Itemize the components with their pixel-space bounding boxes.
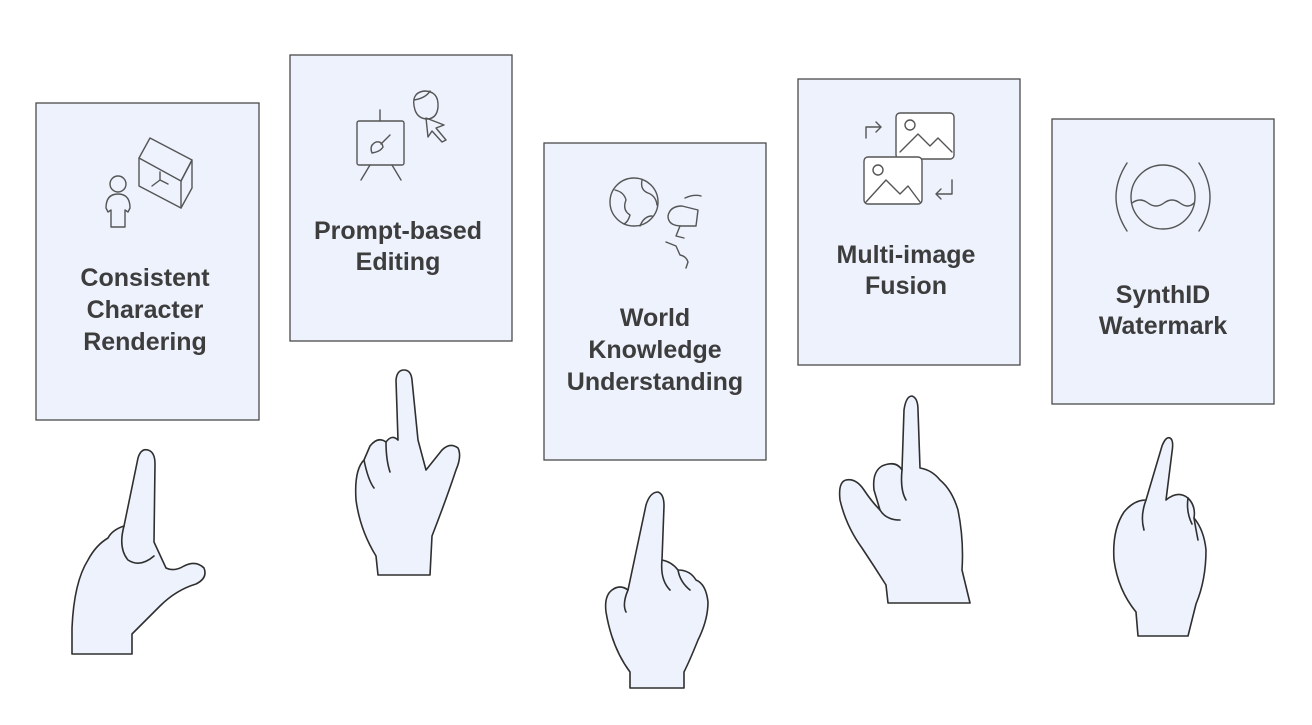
card-1-line-2: Character — [87, 296, 204, 324]
card-1-line-3: Rendering — [83, 328, 207, 356]
card-3-panel — [543, 142, 767, 461]
card-synthid-watermark: SynthID Watermark — [1051, 118, 1275, 405]
easel-cursor-icon — [356, 90, 447, 181]
pointing-hand-3-icon — [604, 491, 709, 689]
card-2-line-1: Prompt-based — [314, 217, 482, 245]
card-1-line-1: Consistent — [80, 264, 210, 292]
card-prompt-based-editing: Prompt-based Editing — [289, 54, 513, 342]
watermark-circle-icon — [1115, 162, 1211, 232]
card-3-line-1: World — [620, 304, 690, 332]
pointing-hand-5-icon — [1112, 436, 1207, 637]
globe-head-icon — [609, 177, 702, 269]
card-1-panel — [35, 102, 260, 421]
image-fusion-icon — [863, 112, 955, 205]
character-cube-icon — [105, 137, 193, 228]
card-multi-image-fusion: Multi-image Fusion — [797, 78, 1021, 366]
card-5-panel — [1051, 118, 1275, 405]
card-5-line-2: Watermark — [1099, 312, 1227, 340]
card-world-knowledge-understanding: World Knowledge Understanding — [543, 142, 767, 461]
card-4-line-1: Multi-image — [837, 241, 976, 269]
card-2-panel — [289, 54, 513, 342]
card-3-line-2: Knowledge — [588, 336, 721, 364]
card-5-line-1: SynthID — [1116, 281, 1210, 309]
card-consistent-character-rendering: Consistent Character Rendering — [35, 102, 260, 421]
card-2-line-2: Editing — [356, 248, 441, 276]
card-4-line-2: Fusion — [865, 272, 947, 300]
card-3-line-3: Understanding — [567, 368, 743, 396]
pointing-hand-2-icon — [354, 369, 461, 576]
